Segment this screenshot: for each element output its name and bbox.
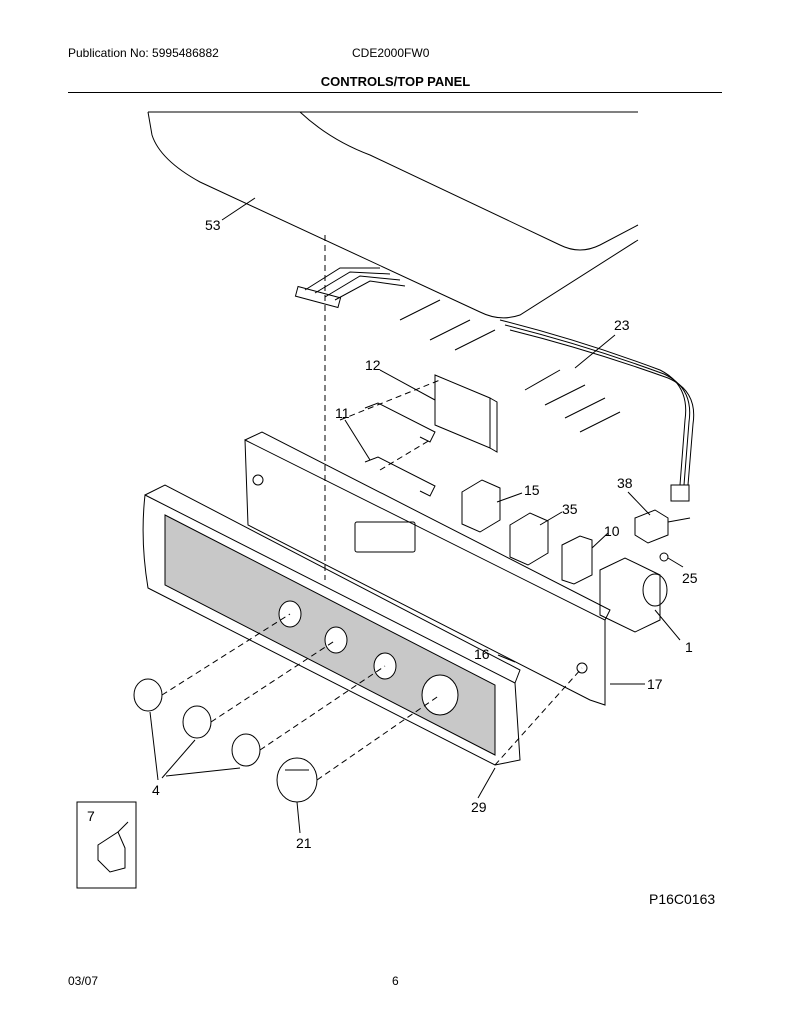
wire-connector-part — [294, 267, 406, 309]
callout-35: 35 — [562, 501, 578, 517]
leader-lines — [149, 197, 684, 834]
callout-15: 15 — [524, 482, 540, 498]
sensor-part — [634, 509, 691, 562]
timer-part — [599, 557, 668, 633]
callout-53: 53 — [205, 217, 221, 233]
callout-21: 21 — [296, 835, 312, 851]
callout-25: 25 — [682, 570, 698, 586]
callout-17: 17 — [647, 676, 663, 692]
footer-date: 03/07 — [68, 974, 99, 988]
page-title: CONTROLS/TOP PANEL — [320, 74, 471, 89]
inset-box — [76, 801, 137, 889]
control-panel-rear-part — [244, 431, 611, 706]
top-panel-part — [147, 111, 639, 319]
callout-11: 11 — [335, 405, 350, 421]
callout-10: 10 — [604, 523, 620, 539]
console-front-part — [142, 484, 521, 766]
page-number: 6 — [392, 974, 399, 988]
callout-12: 12 — [365, 357, 381, 373]
callout-1: 1 — [685, 639, 693, 655]
circuit-board-part — [434, 374, 498, 453]
callout-16: 16 — [474, 646, 490, 662]
callout-4: 4 — [152, 782, 160, 798]
wire-harness-part — [399, 299, 695, 502]
knob-part — [133, 678, 261, 767]
assembly-lines — [161, 235, 583, 781]
callout-38: 38 — [617, 475, 633, 491]
header-rule — [68, 92, 722, 93]
bracket-part — [364, 402, 436, 497]
callout-29: 29 — [471, 799, 487, 815]
model-number: CDE2000FW0 — [352, 46, 430, 60]
selector-switch-part — [461, 479, 549, 566]
figure-code: P16C0163 — [649, 891, 716, 907]
callout-7: 7 — [87, 808, 95, 824]
publication-number: Publication No: 5995486882 — [68, 46, 219, 60]
timer-knob-part — [276, 757, 318, 803]
start-switch-part — [561, 535, 593, 585]
callout-23: 23 — [614, 317, 630, 333]
